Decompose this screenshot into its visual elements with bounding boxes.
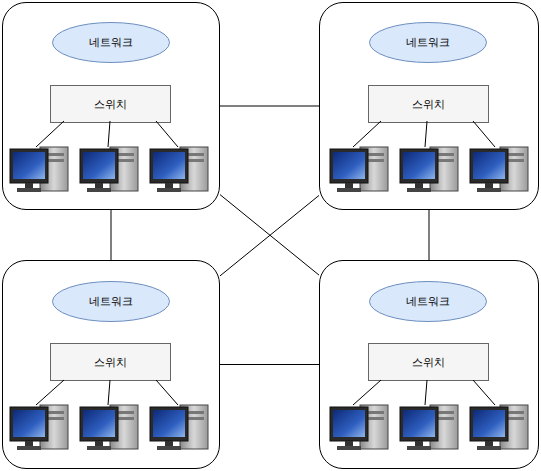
- leader-line: [108, 121, 110, 147]
- node-label: 네트워크: [406, 35, 450, 50]
- ellipse-shape: [53, 23, 170, 63]
- leader-line: [156, 121, 178, 147]
- network-ellipse: 네트워크: [52, 22, 170, 63]
- switch-box: 스위치: [50, 343, 171, 381]
- network-ellipse: 네트워크: [369, 22, 487, 63]
- network-group: 네트워크스위치: [2, 2, 220, 210]
- network-link: [111, 210, 112, 260]
- leader-lines: [36, 121, 495, 405]
- node-label: 네트워크: [89, 294, 133, 309]
- leader-line: [353, 380, 381, 405]
- computer-icon: [400, 147, 458, 192]
- leader-line: [36, 380, 64, 405]
- computer-icon: [10, 405, 68, 450]
- leader-line: [473, 121, 495, 147]
- node-label: 스위치: [412, 97, 445, 112]
- network-link: [220, 195, 319, 275]
- ellipse-shape: [53, 282, 170, 322]
- network-link: [220, 364, 319, 365]
- network-group: 네트워크스위치: [319, 260, 539, 469]
- computer-icon: [470, 147, 528, 192]
- network-ellipse: 네트워크: [52, 281, 170, 322]
- ellipse-shape: [370, 282, 487, 322]
- leader-line: [473, 380, 495, 405]
- computer-icon: [150, 405, 208, 450]
- computer-icon: [470, 405, 528, 450]
- network-link: [429, 210, 430, 260]
- computer-icon: [10, 147, 68, 192]
- leader-line: [108, 380, 110, 405]
- node-label: 네트워크: [89, 35, 133, 50]
- node-label: 스위치: [412, 355, 445, 370]
- ellipse-shape: [370, 23, 487, 63]
- computer-icon: [330, 405, 388, 450]
- switch-box: 스위치: [368, 85, 489, 123]
- switch-box: 스위치: [368, 343, 489, 381]
- computers: [10, 147, 528, 450]
- computer-icon: [400, 405, 458, 450]
- node-label: 스위치: [94, 355, 127, 370]
- network-link: [220, 106, 319, 107]
- computer-icon: [80, 147, 138, 192]
- network-ellipse: 네트워크: [369, 281, 487, 322]
- switch-box: 스위치: [50, 85, 171, 123]
- computer-icon: [330, 147, 388, 192]
- leader-line: [353, 121, 381, 147]
- computer-icon: [150, 147, 208, 192]
- leader-line: [425, 121, 427, 147]
- leader-line: [156, 380, 178, 405]
- network-group: 네트워크스위치: [2, 260, 220, 469]
- node-label: 네트워크: [406, 294, 450, 309]
- leader-line: [425, 380, 427, 405]
- network-link: [220, 195, 319, 275]
- node-label: 스위치: [94, 97, 127, 112]
- leader-line: [36, 121, 64, 147]
- computer-icon: [80, 405, 138, 450]
- network-group: 네트워크스위치: [319, 2, 539, 210]
